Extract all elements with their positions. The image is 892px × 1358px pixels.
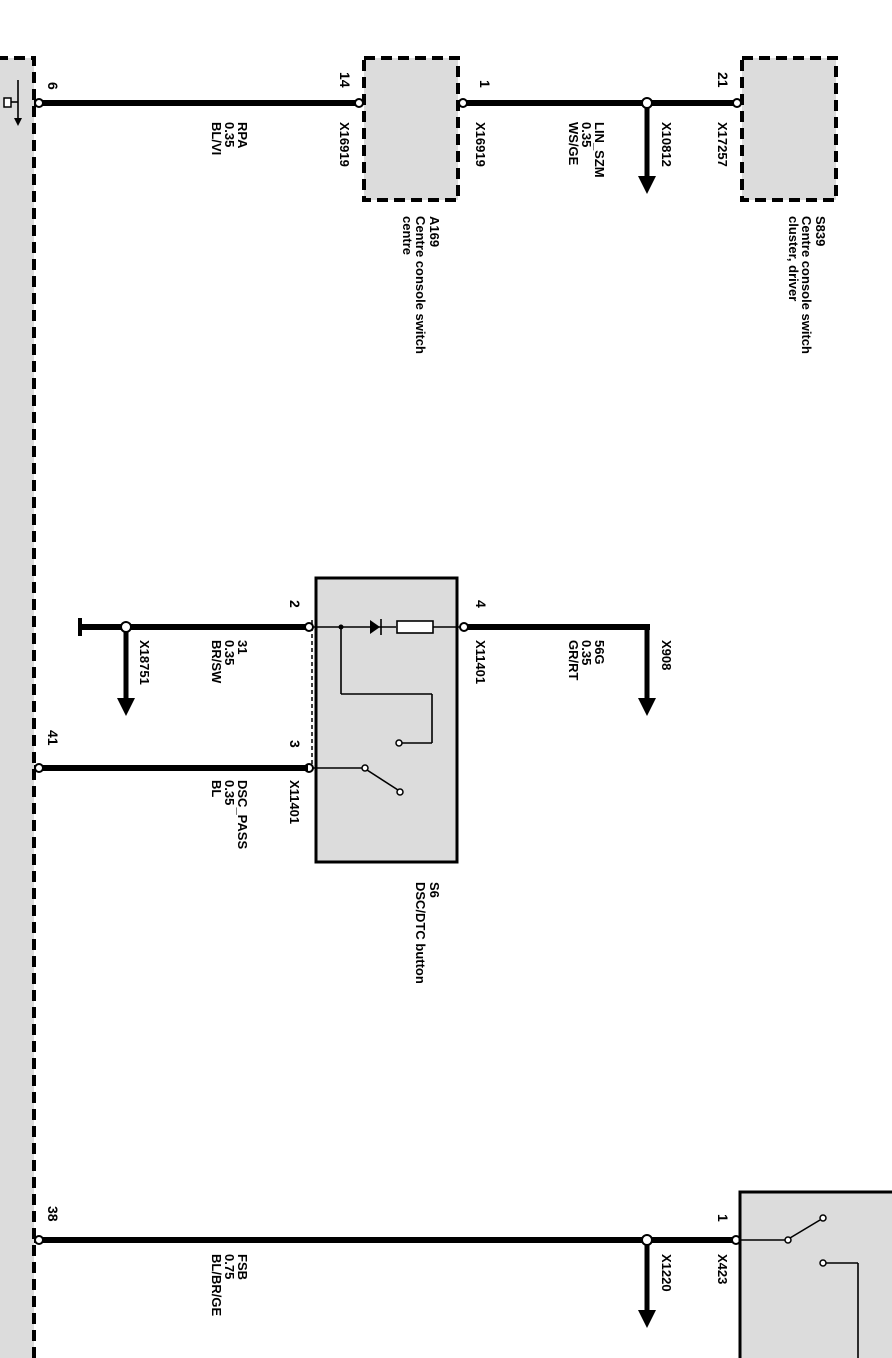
pin-label: 2 [287,600,303,608]
connector-label: X18751 [137,640,152,685]
pin-terminal-icon [34,763,44,773]
switch-component-box [738,1190,892,1358]
a169-box [362,56,460,202]
wire-signal-label: 56G [592,640,607,665]
connector-label: X10812 [659,122,674,167]
connector-label: X1220 [659,1254,674,1292]
connector-label: X423 [715,1254,730,1284]
svg-text:Centre console switch: Centre console switch [413,216,428,354]
connector-label: X16919 [473,122,488,167]
connector-label: X908 [659,640,674,670]
wire-color-label: BR/SW [209,640,224,684]
connector-label: X11401 [473,640,488,684]
s6-name-label: DSC/DTC button [413,882,428,984]
wire-signal-label: FSB [235,1254,250,1280]
pin-label: 38 [45,1206,61,1222]
wire-color-label: BL [209,780,224,797]
wire-gauge-label: 0.35 [579,122,594,147]
wire-color-label: GR/RT [566,640,581,681]
pin-terminal-icon [354,98,364,108]
led-icon [370,620,380,634]
pin-label: 6 [45,82,61,90]
component-id-label: S839 [813,216,828,246]
wire-color-label: WS/GE [566,122,581,166]
pin-label: 21 [715,72,731,88]
control-unit-small-symbol-icon [3,80,22,126]
connector-label: X17257 [715,122,730,167]
arrow-down-icon [117,632,135,716]
pin-terminal-icon [34,1235,44,1245]
pin-label: 4 [473,600,489,608]
wire-gauge-label: 0.35 [222,640,237,665]
control-unit-box [0,56,36,1358]
pin-label: 3 [287,740,303,748]
arrow-down-icon [638,627,656,716]
wire-signal-label: LIN_SZM [592,122,607,178]
connector-label: X16919 [337,122,352,167]
pin-label: 1 [715,1214,731,1222]
wire-gauge-label: 0.35 [579,640,594,665]
a169-name-label: Centre console switch centre [400,216,428,354]
splice-node-icon [120,621,132,633]
component-id-label: S6 [427,882,442,898]
pin-terminal-icon [732,98,742,108]
wire-signal-label: 31 [235,640,250,654]
s6-box [314,576,459,864]
connector-label: X11401 [287,780,302,824]
arrow-down-icon [638,1245,656,1328]
s6-internal-circuit [313,619,460,796]
splice-node-icon [641,97,653,109]
s839-box [740,56,838,202]
pin-terminal-icon [34,98,44,108]
splice-node-icon [641,1234,653,1246]
pin-terminal-icon [459,622,469,632]
svg-text:centre: centre [400,216,415,255]
wire-gauge-label: 0.75 [222,1254,237,1279]
wire-gauge-label: 0.35 [222,122,237,147]
wire-gauge-label: 0.35 [222,780,237,805]
s839-name-line2: cluster, driver [786,216,801,301]
wire-color-label: BL/BR/GE [209,1254,224,1316]
wire-signal-label: DSC_PASS [235,780,250,849]
pin-terminal-icon [458,98,468,108]
s839-name-line1: Centre console switch [799,216,814,354]
pin-label: 14 [337,72,353,88]
arrow-down-icon [638,108,656,194]
component-id-label: A169 [427,216,442,247]
wire-color-label: BL/VI [209,122,224,155]
switch-contact-icon [740,1214,859,1358]
pin-label: 41 [45,730,61,746]
pin-terminal-icon [304,622,314,632]
pin-label: 1 [477,80,493,88]
wire-signal-label: RPA [235,122,250,149]
